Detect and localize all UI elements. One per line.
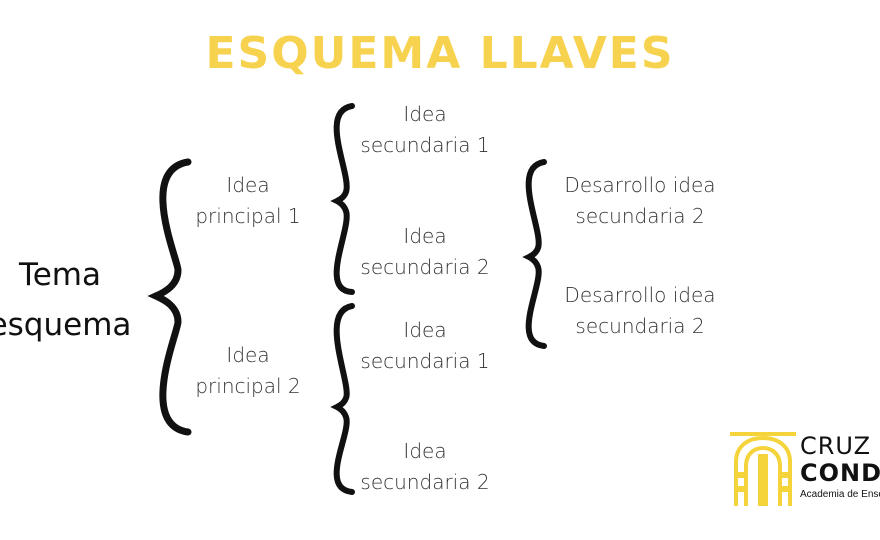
arch-icon bbox=[730, 432, 796, 506]
brace-secondary-2 bbox=[330, 303, 355, 495]
development-2: Desarrollo idea secundaria 2 bbox=[564, 283, 716, 338]
secondary-idea-1b: Idea secundaria 1 bbox=[360, 318, 490, 373]
development-1: Desarrollo idea secundaria 2 bbox=[564, 173, 716, 228]
logo-line-1: CRUZ bbox=[800, 432, 872, 460]
topic-label: Tema esquema bbox=[0, 257, 132, 343]
secondary-idea-2a: Idea secundaria 2 bbox=[360, 224, 490, 279]
secondary-idea-1a: Idea secundaria 1 bbox=[360, 102, 490, 157]
brace-main bbox=[147, 158, 192, 436]
main-idea-1: Idea principal 1 bbox=[195, 173, 301, 228]
secondary-idea-2b: Idea secundaria 2 bbox=[360, 439, 490, 494]
brace-secondary-1 bbox=[330, 103, 355, 295]
logo-tagline: Academia de Enseñ bbox=[800, 489, 880, 500]
logo-line-2: COND bbox=[800, 459, 880, 487]
brace-development bbox=[522, 159, 547, 349]
diagram-title: ESQUEMA LLAVES bbox=[205, 28, 675, 79]
main-idea-2: Idea principal 2 bbox=[195, 343, 301, 398]
academy-logo: CRUZ COND Academia de Enseñ bbox=[730, 430, 880, 510]
